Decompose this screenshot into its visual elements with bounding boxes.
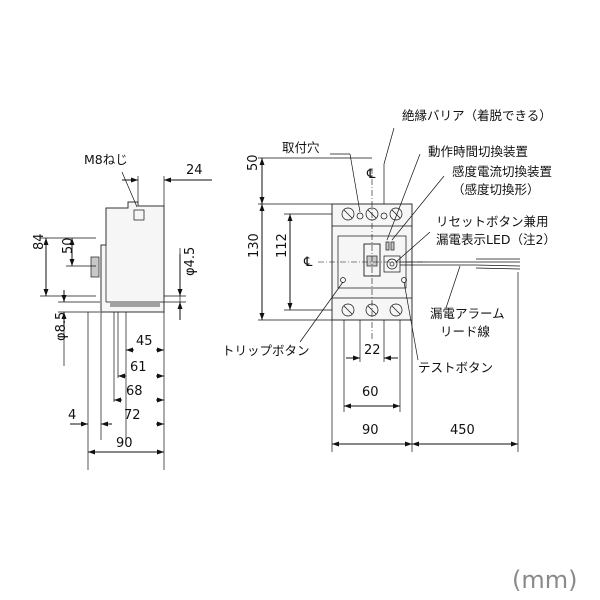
barrier-label: 絶縁バリア（着脱できる）	[402, 108, 552, 123]
dim-68: 68	[126, 384, 143, 399]
centerline-mark-top: ℄	[366, 167, 376, 182]
dim-130: 130	[247, 233, 262, 258]
screw-slot	[367, 305, 377, 315]
lead-wire	[475, 264, 521, 267]
side-view: M8ねじ 24 84 50 φ4.5 φ8.5	[32, 152, 212, 470]
dim-61: 61	[130, 360, 147, 375]
screw-slot	[343, 209, 353, 219]
side-body	[100, 201, 165, 313]
dim-4: 4	[68, 408, 76, 423]
mounting-hole-top	[380, 212, 388, 220]
dim-50-front: 50	[246, 154, 261, 171]
test-reset-panel	[383, 255, 401, 273]
dim-450: 450	[450, 423, 475, 438]
screw-slot	[343, 305, 353, 315]
dim-90-side: 90	[116, 436, 133, 451]
current-switch-note: （感度切換形）	[452, 182, 540, 197]
terminal-screw	[341, 303, 355, 317]
dim-72: 72	[124, 408, 141, 423]
dim-112: 112	[275, 233, 290, 258]
terminal-screw	[389, 303, 403, 317]
leader	[386, 153, 421, 241]
dim-phi-8-5: φ8.5	[54, 312, 69, 341]
lead-wire	[475, 267, 521, 270]
dim-45: 45	[136, 334, 153, 349]
screw-slot	[391, 305, 401, 315]
terminal-screw	[389, 207, 403, 221]
mounting-hole-label: 取付穴	[282, 140, 320, 155]
mounting-hole-top	[356, 212, 364, 220]
unit-label: (mm)	[512, 566, 577, 594]
dim-84: 84	[32, 233, 47, 250]
time-switch-label: 動作時間切換装置	[428, 144, 528, 159]
m8-screw-label: M8ねじ	[84, 152, 128, 167]
leader	[391, 175, 445, 241]
centerline-mark-left: ℄	[303, 255, 313, 270]
dim-24: 24	[186, 163, 203, 178]
m8-leader	[121, 171, 138, 208]
terminal-screw	[341, 207, 355, 221]
side-handle	[90, 256, 100, 278]
dim-22: 22	[364, 343, 381, 358]
current-switch-label: 感度電流切換装置	[452, 164, 552, 179]
leader	[395, 231, 431, 263]
leader	[349, 153, 361, 213]
dim-50-side: 50	[61, 237, 76, 254]
dim-90-front: 90	[362, 423, 379, 438]
alarm-wire-label-2: リード線	[440, 324, 491, 339]
trip-button-label: トリップボタン	[222, 343, 310, 358]
front-view: ℄ ℄ 50 130 112	[222, 108, 556, 452]
side-screw-head	[133, 209, 145, 221]
test-button-label: テストボタン	[418, 360, 493, 375]
leader	[403, 281, 419, 361]
dim-phi-4-5: φ4.5	[183, 247, 198, 276]
reset-led	[386, 258, 398, 270]
reset-button-label: リセットボタン兼用	[436, 214, 549, 229]
leader	[445, 265, 461, 309]
current-switch-knob	[390, 241, 395, 251]
leak-led-label: 漏電表示LED（注2）	[436, 232, 556, 247]
dim-60: 60	[362, 385, 379, 400]
leader	[299, 281, 344, 343]
leader	[383, 127, 395, 165]
alarm-wire-label-1: 漏電アラーム	[430, 306, 505, 321]
time-switch-knob	[385, 241, 390, 251]
alarm-lead-wires	[400, 258, 521, 270]
screw-slot	[391, 209, 401, 219]
